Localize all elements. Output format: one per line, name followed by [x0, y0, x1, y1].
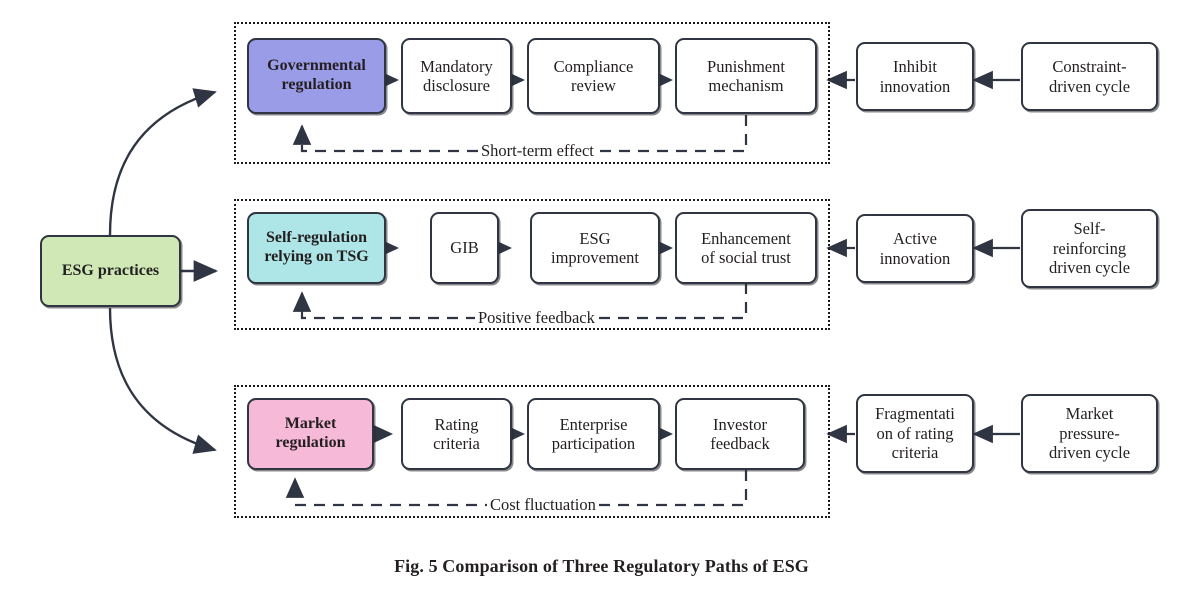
- node-fragmentation-rating-criteria[interactable]: Fragmentati on of rating criteria: [856, 394, 974, 473]
- feedback-label-self-regulation-text: Positive feedback: [478, 308, 595, 327]
- node-self-regulation-label: Self-regulation relying on TSG: [264, 229, 369, 265]
- node-market-regulation[interactable]: Market regulation: [247, 398, 374, 470]
- node-market-pressure-driven-cycle[interactable]: Market pressure- driven cycle: [1021, 394, 1158, 473]
- node-gib[interactable]: GIB: [430, 212, 499, 284]
- node-investor-feedback-label: Investor feedback: [710, 414, 770, 453]
- node-self-regulation[interactable]: Self-regulation relying on TSG: [247, 212, 386, 284]
- figure-caption: Fig. 5 Comparison of Three Regulatory Pa…: [394, 556, 809, 576]
- node-governmental-regulation-label: Governmental regulation: [267, 57, 366, 93]
- feedback-label-governmental: Short-term effect: [478, 141, 597, 160]
- node-self-reinforcing-driven-cycle-label: Self- reinforcing driven cycle: [1048, 219, 1131, 278]
- group-frame-market-path: [234, 385, 830, 518]
- node-esg-practices[interactable]: ESG practices: [40, 235, 181, 307]
- node-self-reinforcing-driven-cycle[interactable]: Self- reinforcing driven cycle: [1021, 209, 1158, 288]
- node-enterprise-participation-label: Enterprise participation: [551, 414, 636, 453]
- node-constraint-driven-cycle-label: Constraint- driven cycle: [1048, 57, 1131, 96]
- feedback-label-market: Cost fluctuation: [487, 495, 599, 514]
- node-punishment-mechanism-label: Punishment mechanism: [707, 56, 785, 95]
- node-punishment-mechanism[interactable]: Punishment mechanism: [675, 38, 817, 114]
- node-mandatory-disclosure[interactable]: Mandatory disclosure: [401, 38, 512, 114]
- node-constraint-driven-cycle[interactable]: Constraint- driven cycle: [1021, 42, 1158, 111]
- node-rating-criteria-label: Rating criteria: [433, 414, 480, 453]
- feedback-label-governmental-text: Short-term effect: [481, 141, 594, 160]
- node-active-innovation[interactable]: Active innovation: [856, 214, 974, 283]
- node-inhibit-innovation[interactable]: Inhibit innovation: [856, 42, 974, 111]
- node-gib-label: GIB: [450, 238, 479, 258]
- node-market-regulation-label: Market regulation: [275, 415, 346, 451]
- node-inhibit-innovation-label: Inhibit innovation: [879, 57, 951, 96]
- node-enterprise-participation[interactable]: Enterprise participation: [527, 398, 660, 470]
- node-rating-criteria[interactable]: Rating criteria: [401, 398, 512, 470]
- node-esg-improvement-label: ESG improvement: [551, 228, 639, 267]
- node-compliance-review[interactable]: Compliance review: [527, 38, 660, 114]
- node-enhancement-social-trust[interactable]: Enhancement of social trust: [675, 212, 817, 284]
- node-fragmentation-rating-criteria-label: Fragmentati on of rating criteria: [875, 404, 955, 463]
- node-esg-improvement[interactable]: ESG improvement: [530, 212, 660, 284]
- group-frame-self-regulation-path: [234, 199, 830, 330]
- node-esg-practices-label: ESG practices: [61, 261, 160, 279]
- group-frame-governmental-path: [234, 22, 830, 164]
- node-governmental-regulation[interactable]: Governmental regulation: [247, 38, 386, 114]
- branch-to-market: [108, 307, 217, 454]
- node-active-innovation-label: Active innovation: [879, 229, 951, 268]
- branch-to-governmental: [108, 88, 217, 236]
- node-compliance-review-label: Compliance review: [553, 56, 634, 95]
- node-mandatory-disclosure-label: Mandatory disclosure: [420, 56, 493, 95]
- node-market-pressure-driven-cycle-label: Market pressure- driven cycle: [1048, 404, 1131, 463]
- feedback-label-self-regulation: Positive feedback: [475, 308, 598, 327]
- node-investor-feedback[interactable]: Investor feedback: [675, 398, 805, 470]
- node-enhancement-social-trust-label: Enhancement of social trust: [701, 228, 791, 267]
- feedback-label-market-text: Cost fluctuation: [490, 495, 596, 514]
